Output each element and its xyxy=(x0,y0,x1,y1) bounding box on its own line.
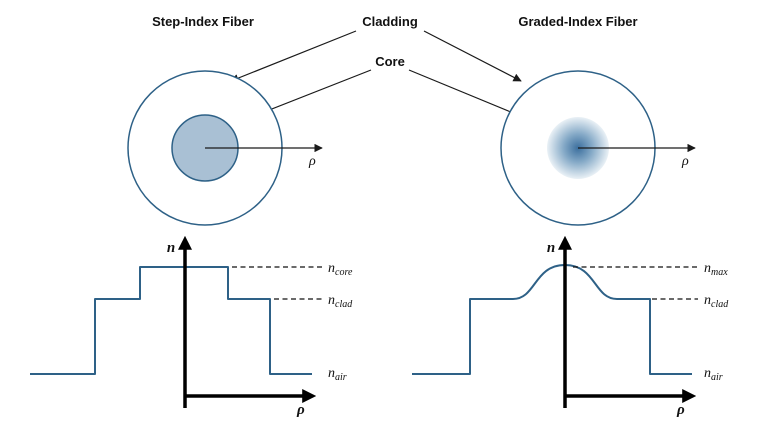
label-n-clad-right: nclad xyxy=(704,293,729,310)
right-profile-line xyxy=(412,264,692,375)
right-n-axis-label: n xyxy=(547,240,555,256)
label-n-air-left: nair xyxy=(328,366,347,383)
left-n-axis-label: n xyxy=(167,240,175,256)
label-n-air-right: nair xyxy=(704,366,723,383)
left-fiber-rho-label: ρ xyxy=(308,154,316,169)
label-n-clad-left: nclad xyxy=(328,293,353,310)
label-n-core: ncore xyxy=(328,261,353,278)
label-n-max: nmax xyxy=(704,261,728,278)
left-title: Step-Index Fiber xyxy=(152,14,254,29)
right-title: Graded-Index Fiber xyxy=(518,14,637,29)
left-rho-axis-label: ρ xyxy=(296,402,305,418)
cladding-label: Cladding xyxy=(362,14,418,29)
right-rho-axis-label: ρ xyxy=(676,402,685,418)
left-profile-line xyxy=(30,266,312,375)
right-fiber-rho-label: ρ xyxy=(681,154,689,169)
core-label: Core xyxy=(375,54,405,69)
cladding-arrow-right xyxy=(423,30,522,82)
cladding-arrow-left xyxy=(230,30,357,83)
